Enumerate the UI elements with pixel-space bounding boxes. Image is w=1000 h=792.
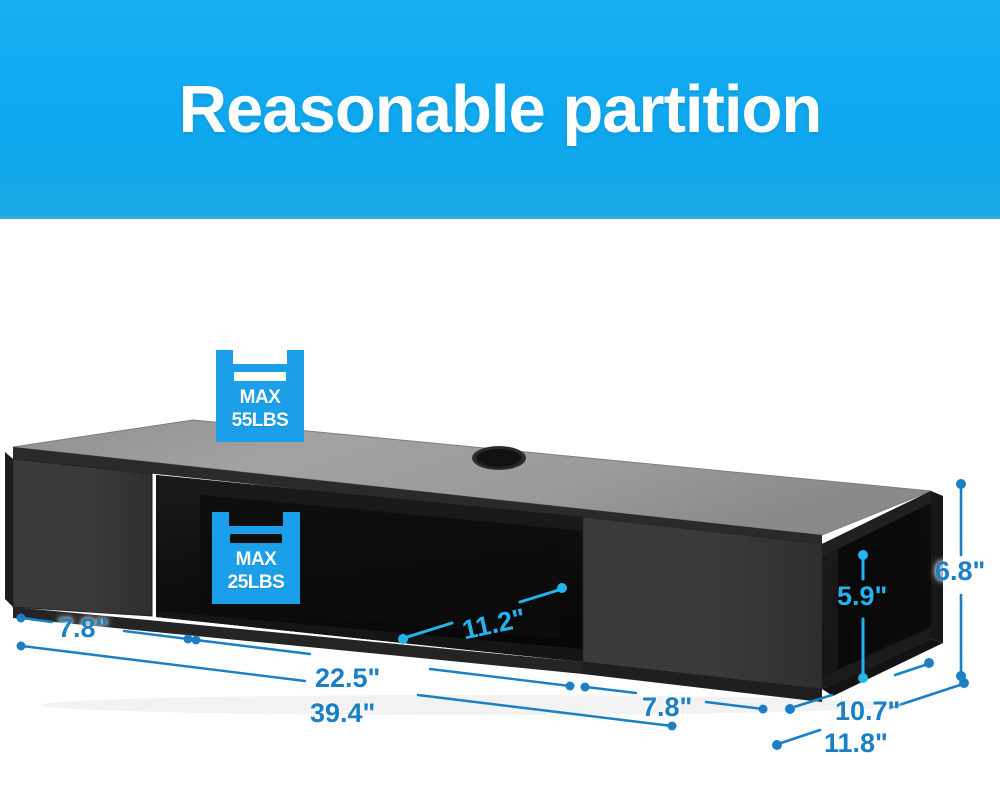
header-banner: Reasonable partition [0, 0, 1000, 219]
dimension-label-overall-height: 6.8" [935, 556, 986, 586]
load-capacity-line1-shelf: MAX [235, 549, 277, 570]
dimension-label-left-cabinet-width: 7.8" [58, 613, 109, 643]
crate-handle-bar [234, 372, 286, 381]
crate-icon: MAX 25LBS [212, 512, 300, 604]
load-capacity-text-shelf: MAX 25LBS [212, 548, 300, 594]
dimension-label-interior-depth: 10.7" [835, 696, 901, 726]
dimension-label-overall-depth: 11.8" [824, 728, 888, 758]
product-scene: 7.8" 22.5" 39.4" 11.2" 5.9" 6.8" 7.8" 10… [0, 219, 1000, 792]
dimension-label-overall-width: 39.4" [310, 698, 376, 728]
load-capacity-line2-top: 55LBS [231, 410, 289, 431]
crate-lug-right [283, 512, 300, 528]
crate-lug-left [212, 512, 229, 528]
load-capacity-badge-top: MAX 55LBS [216, 350, 304, 442]
crate-lug-left [216, 350, 233, 366]
stand-front-face-right [582, 516, 823, 690]
load-capacity-line2-shelf: 25LBS [227, 572, 285, 593]
dimension-label-center-shelf-width: 22.5" [315, 663, 381, 693]
cable-grommet-icon [472, 446, 526, 470]
left-cabinet-panel [5, 452, 153, 617]
page-title: Reasonable partition [178, 72, 823, 147]
crate-lug-right [287, 350, 304, 366]
right-open-compartment [822, 491, 931, 689]
load-capacity-badge-shelf: MAX 25LBS [212, 512, 300, 604]
stand-right-edge [822, 491, 943, 696]
crate-handle-bar [230, 534, 282, 543]
crate-icon: MAX 55LBS [216, 350, 304, 442]
dimension-label-right-compartment-width: 7.8" [642, 692, 693, 722]
load-capacity-text-top: MAX 55LBS [216, 386, 304, 432]
banner-divider [0, 216, 1000, 219]
load-capacity-line1-top: MAX [239, 387, 281, 408]
dimension-label-shelf-interior-height: 5.9" [837, 581, 888, 611]
